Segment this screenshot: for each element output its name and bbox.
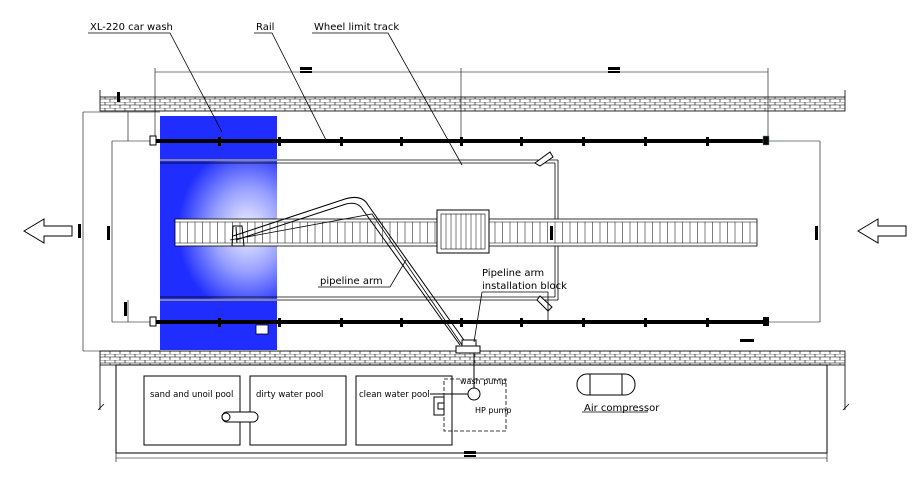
pump-room bbox=[443, 378, 507, 432]
rail-post bbox=[218, 318, 221, 327]
rail-posts bbox=[218, 137, 709, 327]
rail-post bbox=[278, 137, 281, 146]
pipeline-arm bbox=[229, 197, 467, 346]
label-install-block-2: installation block bbox=[482, 281, 567, 292]
conveyor-center-box bbox=[436, 209, 490, 254]
rail-post bbox=[520, 318, 523, 327]
rail-post bbox=[400, 137, 403, 146]
rail-post bbox=[400, 318, 403, 327]
rail-post bbox=[582, 318, 585, 327]
label-wash-pump: wash pump bbox=[460, 377, 506, 386]
rail-post bbox=[278, 318, 281, 327]
wall-edge-marks bbox=[97, 90, 850, 411]
entry-arrow-icon bbox=[857, 218, 907, 244]
control-box bbox=[255, 324, 269, 335]
rail-post bbox=[520, 137, 523, 146]
label-rail: Rail bbox=[256, 22, 274, 33]
rail-end-bottom-left bbox=[149, 316, 157, 327]
label-pipeline-arm: pipeline arm bbox=[320, 276, 383, 287]
pool-dirty bbox=[249, 375, 347, 446]
wheel-limit-track bbox=[160, 159, 559, 301]
rail-post bbox=[340, 318, 343, 327]
rail-post bbox=[582, 137, 585, 146]
pool-sand bbox=[143, 375, 241, 446]
label-wheel-track: Wheel limit track bbox=[314, 22, 399, 33]
label-pool-sand: sand and unoil pool bbox=[150, 390, 233, 400]
pool-connector bbox=[221, 411, 259, 423]
rail-end-top-right bbox=[762, 135, 770, 146]
dimension-marks bbox=[78, 67, 818, 457]
label-hp-pump: HP pump bbox=[475, 406, 511, 415]
bottom-dimension bbox=[115, 453, 828, 462]
right-dimension bbox=[768, 140, 821, 323]
rail-post bbox=[644, 318, 647, 327]
top-wall bbox=[99, 96, 846, 112]
rail-post bbox=[706, 318, 709, 327]
rail-post bbox=[218, 137, 221, 146]
left-dimensions bbox=[82, 111, 160, 352]
label-air-compressor: Air compressor bbox=[584, 403, 660, 414]
leader-lines bbox=[88, 32, 648, 413]
rail-end-top-left bbox=[149, 135, 157, 146]
rail-post bbox=[644, 137, 647, 146]
label-install-block-1: Pipeline arm bbox=[482, 268, 544, 279]
label-pool-clean: clean water pool bbox=[359, 390, 430, 400]
hp-pump bbox=[433, 396, 445, 416]
installation-block bbox=[455, 339, 481, 354]
label-car-wash: XL-220 car wash bbox=[90, 22, 173, 33]
wash-pump bbox=[430, 353, 481, 401]
air-compressor bbox=[576, 373, 636, 396]
top-dimension bbox=[154, 68, 769, 140]
rail-post bbox=[340, 137, 343, 146]
label-pool-dirty: dirty water pool bbox=[256, 390, 323, 400]
rail-post bbox=[460, 318, 463, 327]
rail-post bbox=[460, 137, 463, 146]
exit-arrow-icon bbox=[23, 218, 73, 244]
rail-end-bottom-right bbox=[763, 317, 769, 326]
rail-post bbox=[706, 137, 709, 146]
control-box-bottom bbox=[740, 339, 754, 342]
